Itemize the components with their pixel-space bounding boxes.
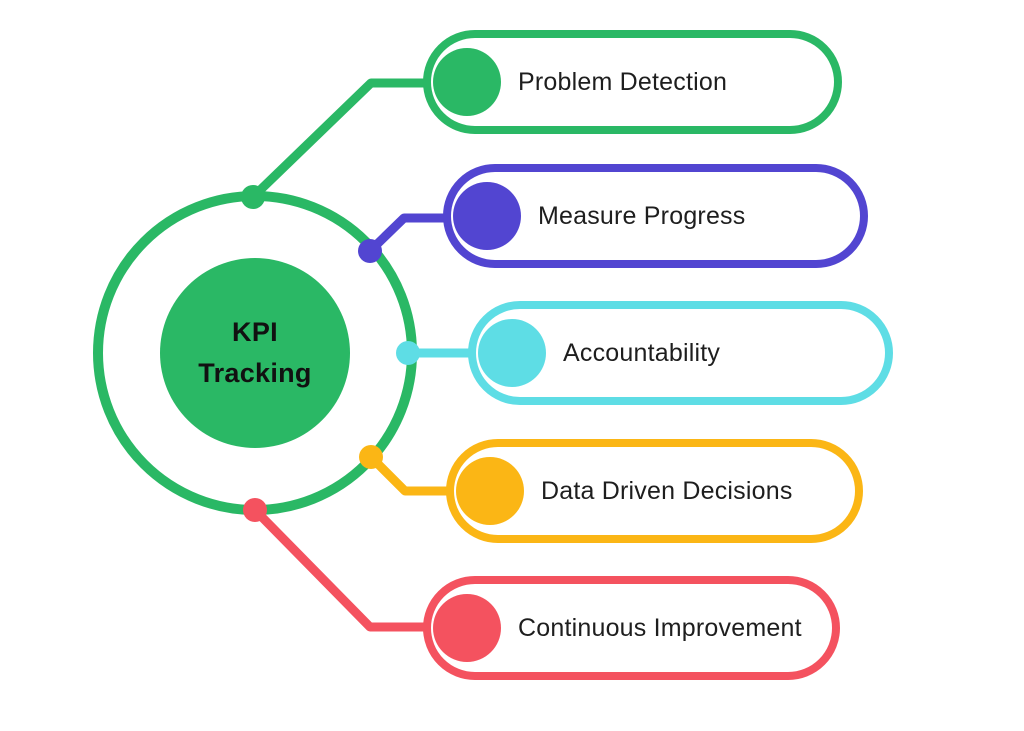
branch-label: Accountability: [563, 338, 721, 367]
branch-pill-data-driven-decisions: Data Driven Decisions: [446, 439, 863, 543]
branch-label: Continuous Improvement: [518, 613, 802, 642]
branch-bullet-icon: [433, 594, 501, 662]
ring-dot-problem-detection: [241, 185, 265, 209]
hub-label: KPI Tracking: [198, 317, 312, 388]
branch-bullet-icon: [478, 319, 546, 387]
branch-pill-measure-progress: Measure Progress: [443, 164, 868, 268]
branch-pill-accountability: Accountability: [468, 301, 893, 405]
branch-label: Problem Detection: [518, 67, 728, 96]
branch-label: Data Driven Decisions: [541, 476, 793, 505]
connector-problem-detection: [248, 78, 435, 202]
branch-bullet-icon: [453, 182, 521, 250]
branch-bullet-icon: [456, 457, 524, 525]
branch-pill-problem-detection: Problem Detection: [423, 30, 842, 134]
hub-node: KPI Tracking: [160, 258, 350, 448]
ring-dot-continuous-improvement: [243, 498, 267, 522]
connector-data-driven-decisions: [366, 452, 457, 496]
ring-dot-accountability: [396, 341, 420, 365]
connector-continuous-improvement: [250, 505, 435, 632]
connector-measure-progress: [365, 213, 455, 256]
ring-dot-data-driven-decisions: [359, 445, 383, 469]
branch-bullet-icon: [433, 48, 501, 116]
ring-dot-measure-progress: [358, 239, 382, 263]
branch-label: Measure Progress: [538, 201, 746, 230]
branch-pill-continuous-improvement: Continuous Improvement: [423, 576, 840, 680]
